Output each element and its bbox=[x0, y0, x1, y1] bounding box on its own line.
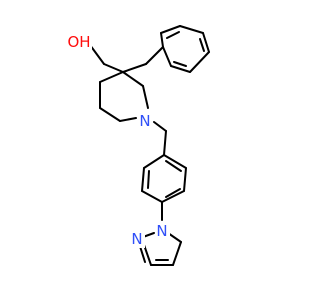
phenyl-bond bbox=[170, 65, 191, 73]
hydroxyl-label: OH bbox=[67, 33, 90, 51]
bond-n-ch2 bbox=[153, 121, 167, 132]
bond-cq-ch2benzyl bbox=[122, 63, 147, 73]
aryl-bond bbox=[163, 154, 187, 169]
piperidine-bond bbox=[119, 117, 137, 122]
hydroxymethyl-group bbox=[89, 44, 124, 73]
aryl-bond bbox=[141, 190, 163, 203]
aryl-double-bond bbox=[165, 188, 181, 198]
piperidine-nitrogen-label: N bbox=[139, 112, 150, 130]
phenyl-double-bond bbox=[199, 38, 205, 52]
phenyl-double-bond bbox=[166, 31, 180, 39]
atom-label-n-pyrazole-2: N bbox=[130, 229, 145, 248]
atom-label-oh: OH bbox=[66, 32, 92, 52]
atom-label-n-pyrazole-1: N bbox=[155, 221, 170, 240]
phenyl-bond bbox=[202, 32, 210, 53]
bond-o-ch2 bbox=[89, 44, 105, 65]
piperidine-bond bbox=[122, 71, 144, 87]
pyrazole-double-bond bbox=[172, 241, 182, 266]
bond-ch2-cq bbox=[103, 63, 124, 73]
phenyl-bond bbox=[179, 25, 204, 34]
aryl-bond bbox=[143, 154, 165, 169]
phenyl-bond bbox=[160, 32, 164, 48]
phenyl-bond bbox=[160, 25, 181, 34]
phenyl-double-bond bbox=[173, 61, 187, 67]
molecule-structure-diagram: OH N N N bbox=[66, 25, 210, 266]
atom-label-n-piperidine: N bbox=[137, 112, 152, 131]
para-phenylene-ring bbox=[141, 154, 187, 203]
pyrazole-n2-label: N bbox=[131, 230, 142, 248]
phenyl-bond bbox=[189, 51, 210, 73]
pyrazole-n1-label: N bbox=[156, 222, 167, 240]
piperidine-bond bbox=[99, 107, 121, 122]
bond-ch2-aryl bbox=[163, 130, 167, 156]
pyrazole-bond bbox=[167, 232, 182, 243]
benzyl-group bbox=[122, 25, 210, 73]
aryl-bond bbox=[183, 167, 187, 192]
n-benzyl-linker bbox=[153, 121, 167, 156]
aryl-bond bbox=[141, 167, 145, 192]
bond-ch2-phenyl bbox=[145, 46, 164, 65]
phenyl-ring bbox=[160, 25, 210, 73]
piperidine-ring bbox=[99, 71, 149, 122]
piperidine-bond bbox=[142, 85, 149, 109]
phenyl-bond bbox=[162, 46, 172, 67]
aryl-double-bond bbox=[165, 160, 182, 172]
aryl-double-bond bbox=[147, 170, 150, 189]
aryl-bond bbox=[161, 190, 185, 203]
piperidine-bond bbox=[99, 71, 124, 83]
